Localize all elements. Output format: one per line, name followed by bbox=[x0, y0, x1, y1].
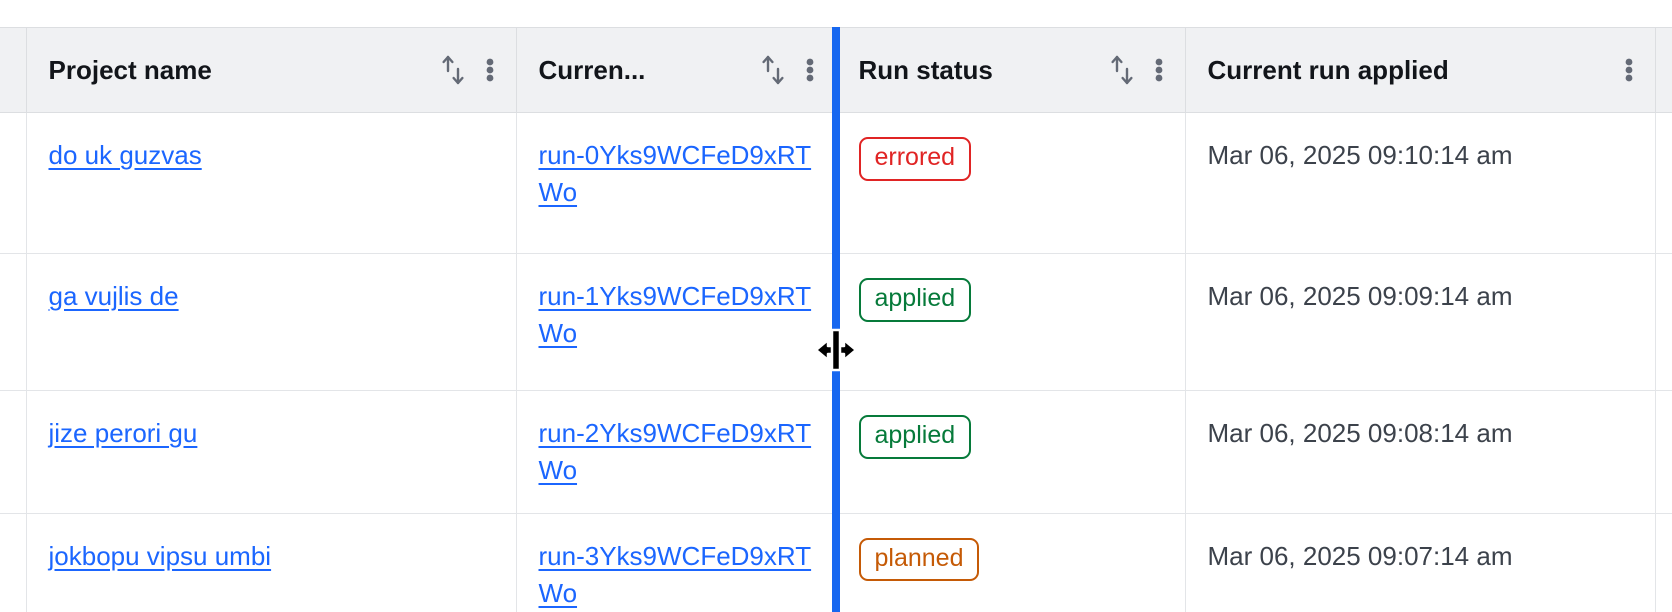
cell-current-run: run-3Yks9WCFeD9xRTWo bbox=[516, 513, 837, 612]
kebab-menu-icon[interactable] bbox=[1155, 53, 1163, 87]
cell-clipped-column: e bbox=[1655, 390, 1672, 514]
header-cell-project-name[interactable]: Project name bbox=[26, 27, 517, 113]
header-cell-clipped-column[interactable]: V bbox=[1655, 27, 1672, 113]
table-body: do uk guzvas run-0Yks9WCFeD9xRTWo errore… bbox=[0, 112, 1672, 612]
sort-icon[interactable] bbox=[1109, 53, 1135, 87]
projects-table: Project name bbox=[0, 27, 1672, 612]
project-name-link[interactable]: jize perori gu bbox=[48, 418, 198, 448]
current-run-link[interactable]: run-3Yks9WCFeD9xRTWo bbox=[538, 540, 812, 608]
header-label-current-run: Curren... bbox=[538, 54, 646, 85]
cell-current-run: run-2Yks9WCFeD9xRTWo bbox=[516, 390, 837, 514]
row-spacer-cell bbox=[0, 390, 27, 514]
sort-icon[interactable] bbox=[440, 53, 466, 87]
header-label-run-status: Run status bbox=[858, 54, 993, 85]
status-badge: planned bbox=[858, 537, 980, 582]
row-spacer-cell bbox=[0, 253, 27, 391]
cell-run-status: applied bbox=[836, 253, 1186, 391]
row-spacer-cell bbox=[0, 513, 27, 612]
status-badge: applied bbox=[858, 278, 972, 322]
current-run-link[interactable]: run-2Yks9WCFeD9xRTWo bbox=[538, 418, 812, 485]
cell-clipped-column: e bbox=[1655, 513, 1672, 612]
cell-project-name: jokbopu vipsu umbi bbox=[26, 513, 517, 612]
project-name-link[interactable]: jokbopu vipsu umbi bbox=[48, 540, 272, 571]
top-strip bbox=[0, 0, 1672, 27]
header-row: Project name bbox=[0, 27, 1672, 113]
cell-run-status: errored bbox=[836, 112, 1186, 254]
cell-current-run-applied: Mar 06, 2025 09:09:14 am bbox=[1185, 253, 1656, 391]
kebab-menu-icon[interactable] bbox=[1625, 53, 1633, 87]
table-row: jokbopu vipsu umbi run-3Yks9WCFeD9xRTWo … bbox=[0, 513, 1672, 612]
header-cell-row-spacer bbox=[0, 27, 27, 113]
cell-clipped-column: e bbox=[1655, 253, 1672, 391]
row-spacer-cell bbox=[0, 112, 27, 254]
kebab-menu-icon[interactable] bbox=[486, 53, 494, 87]
cell-current-run-applied: Mar 06, 2025 09:10:14 am bbox=[1185, 112, 1656, 254]
project-name-link[interactable]: ga vujlis de bbox=[48, 281, 179, 311]
cell-project-name: jize perori gu bbox=[26, 390, 517, 514]
cell-clipped-column: e bbox=[1655, 112, 1672, 254]
cell-current-run: run-0Yks9WCFeD9xRTWo bbox=[516, 112, 837, 254]
header-label-current-run-applied: Current run applied bbox=[1207, 54, 1449, 85]
cell-run-status: planned bbox=[836, 513, 1186, 612]
kebab-menu-icon[interactable] bbox=[806, 53, 814, 87]
header-cell-current-run[interactable]: Curren... bbox=[516, 27, 837, 113]
current-run-link[interactable]: run-0Yks9WCFeD9xRTWo bbox=[538, 140, 812, 207]
table-row: jize perori gu run-2Yks9WCFeD9xRTWo appl… bbox=[0, 390, 1672, 514]
current-run-link[interactable]: run-1Yks9WCFeD9xRTWo bbox=[538, 281, 812, 348]
cell-project-name: do uk guzvas bbox=[26, 112, 517, 254]
cell-project-name: ga vujlis de bbox=[26, 253, 517, 391]
header-cell-current-run-applied[interactable]: Current run applied bbox=[1185, 27, 1656, 113]
sort-icon[interactable] bbox=[760, 53, 786, 87]
header-cell-run-status[interactable]: Run status bbox=[836, 27, 1186, 113]
cell-current-run-applied: Mar 06, 2025 09:07:14 am bbox=[1185, 513, 1656, 612]
cell-run-status: applied bbox=[836, 390, 1186, 514]
header-label-project-name: Project name bbox=[48, 54, 212, 85]
project-name-link[interactable]: do uk guzvas bbox=[48, 140, 202, 170]
status-badge: errored bbox=[858, 137, 972, 181]
cell-current-run: run-1Yks9WCFeD9xRTWo bbox=[516, 253, 837, 391]
table-row: do uk guzvas run-0Yks9WCFeD9xRTWo errore… bbox=[0, 112, 1672, 254]
table-row: ga vujlis de run-1Yks9WCFeD9xRTWo applie… bbox=[0, 253, 1672, 391]
table-header: Project name bbox=[0, 27, 1672, 113]
status-badge: applied bbox=[858, 415, 972, 459]
cell-current-run-applied: Mar 06, 2025 09:08:14 am bbox=[1185, 390, 1656, 514]
